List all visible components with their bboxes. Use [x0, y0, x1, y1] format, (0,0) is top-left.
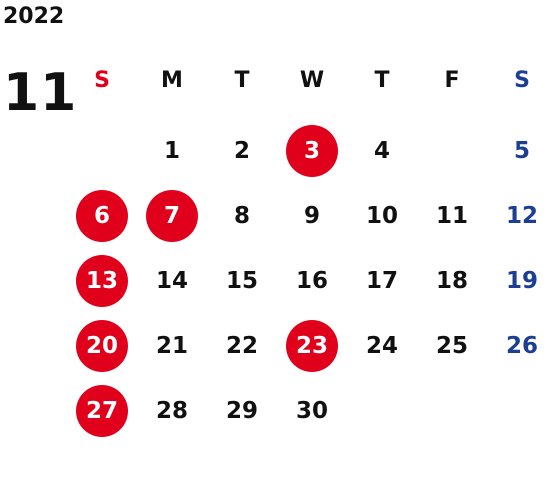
day-cell-11[interactable]: 11	[417, 183, 487, 248]
holiday-day-number: 13	[76, 254, 128, 307]
day-cell-4[interactable]: 4	[347, 118, 417, 183]
day-cell-3[interactable]: 3	[277, 118, 347, 183]
day-number: 9	[303, 202, 320, 229]
day-cell-9[interactable]: 9	[277, 183, 347, 248]
day-number: 11	[435, 202, 468, 229]
day-number: 2	[233, 137, 250, 164]
day-number: 21	[155, 332, 188, 359]
day-number: 18	[435, 267, 468, 294]
day-cell-28[interactable]: 28	[137, 378, 207, 443]
day-cell-26[interactable]: 26	[487, 313, 548, 378]
weekday-header-5: F	[444, 68, 460, 93]
day-cell-10[interactable]: 10	[347, 183, 417, 248]
day-number: 16	[295, 267, 328, 294]
day-number: 10	[365, 202, 398, 229]
holiday-day-number: 20	[76, 319, 128, 372]
day-cell-12[interactable]: 12	[487, 183, 548, 248]
day-number: 14	[155, 267, 188, 294]
day-cell-17[interactable]: 17	[347, 248, 417, 313]
day-number: 26	[505, 332, 538, 359]
day-cell-25[interactable]: 25	[417, 313, 487, 378]
day-cell-2[interactable]: 2	[207, 118, 277, 183]
day-number: 22	[225, 332, 258, 359]
day-cell-16[interactable]: 16	[277, 248, 347, 313]
day-cell-1[interactable]: 1	[137, 118, 207, 183]
holiday-day-number: 6	[76, 189, 128, 242]
day-number: 30	[295, 397, 328, 424]
holiday-day-number: 3	[286, 124, 338, 177]
day-cell-23[interactable]: 23	[277, 313, 347, 378]
day-number: 5	[513, 137, 530, 164]
holiday-day-number: 7	[146, 189, 198, 242]
weekday-header-0: S	[94, 68, 110, 93]
month-label: 11	[3, 63, 78, 123]
day-cell-15[interactable]: 15	[207, 248, 277, 313]
holiday-day-number: 27	[76, 384, 128, 437]
weekday-header-1: M	[161, 68, 183, 93]
day-number: 1	[163, 137, 180, 164]
day-number: 15	[225, 267, 258, 294]
day-number: 29	[225, 397, 258, 424]
day-cell-18[interactable]: 18	[417, 248, 487, 313]
weekday-header-2: T	[234, 68, 250, 93]
weekday-header-3: W	[299, 68, 325, 93]
day-cell-30[interactable]: 30	[277, 378, 347, 443]
holiday-day-number: 23	[286, 319, 338, 372]
day-number: 17	[365, 267, 398, 294]
day-cell-7[interactable]: 7	[137, 183, 207, 248]
weekday-header-6: S	[514, 68, 530, 93]
day-number: 8	[233, 202, 250, 229]
day-number: 19	[505, 267, 538, 294]
day-cell-24[interactable]: 24	[347, 313, 417, 378]
weekday-header-4: T	[374, 68, 390, 93]
day-cell-6[interactable]: 6	[67, 183, 137, 248]
day-cell-19[interactable]: 19	[487, 248, 548, 313]
day-number: 25	[435, 332, 468, 359]
day-cell-20[interactable]: 20	[67, 313, 137, 378]
day-cell-29[interactable]: 29	[207, 378, 277, 443]
day-number: 28	[155, 397, 188, 424]
day-cell-8[interactable]: 8	[207, 183, 277, 248]
day-cell-13[interactable]: 13	[67, 248, 137, 313]
day-number: 12	[505, 202, 538, 229]
day-cell-14[interactable]: 14	[137, 248, 207, 313]
day-cell-22[interactable]: 22	[207, 313, 277, 378]
year-label: 2022	[3, 4, 65, 29]
day-number: 24	[365, 332, 398, 359]
day-cell-5[interactable]: 5	[487, 118, 548, 183]
day-cell-27[interactable]: 27	[67, 378, 137, 443]
day-number: 4	[373, 137, 390, 164]
day-cell-21[interactable]: 21	[137, 313, 207, 378]
